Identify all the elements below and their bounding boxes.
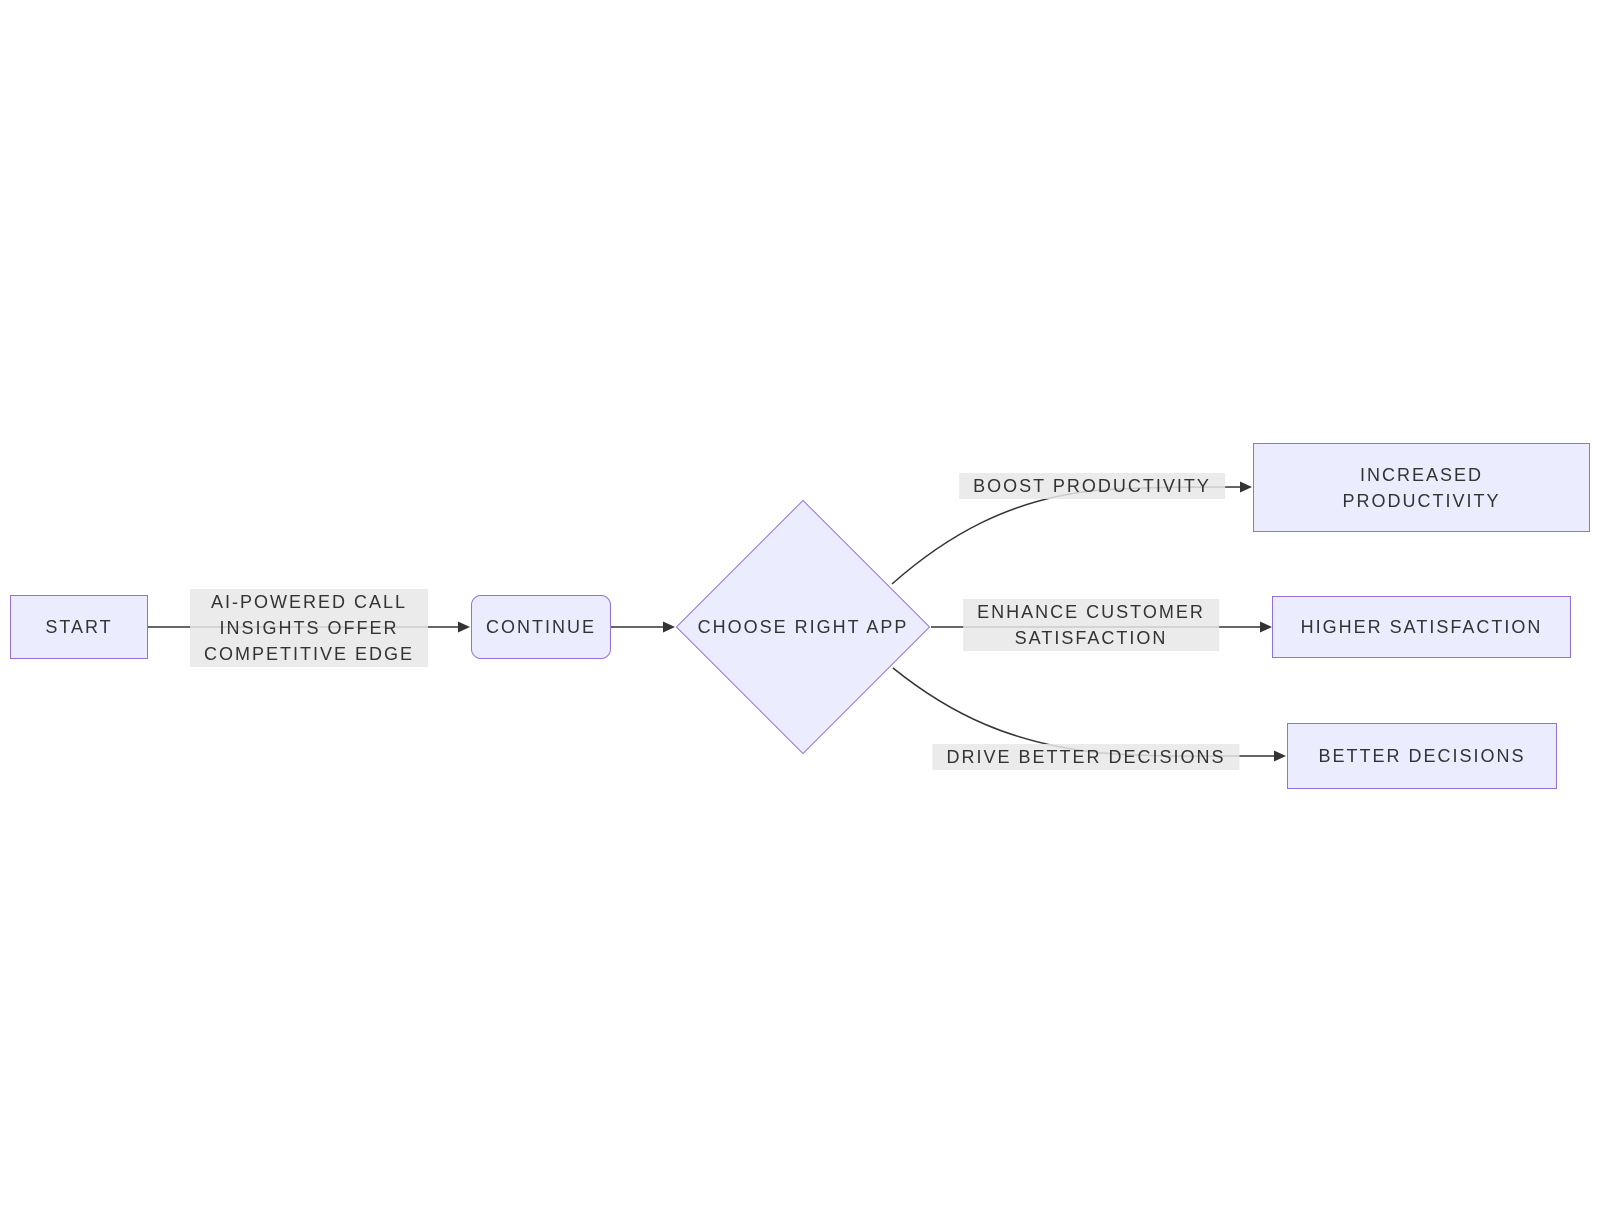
node-start-label: START <box>45 617 113 637</box>
node-higher-satisfaction: HIGHER SATISFACTION <box>1272 596 1571 658</box>
node-better-decisions: BETTER DECISIONS <box>1287 723 1557 789</box>
node-higher-satisfaction-label: HIGHER SATISFACTION <box>1300 617 1543 637</box>
edge-decision-to-increased-productivity <box>891 486 1241 585</box>
arrowhead-continue <box>458 621 470 633</box>
node-continue: CONTINUE <box>471 595 611 659</box>
arrowhead-higher-satisfaction <box>1260 621 1272 633</box>
edge-decision-to-better-decisions <box>892 667 1275 757</box>
node-better-decisions-label: BETTER DECISIONS <box>1318 746 1526 766</box>
node-continue-label: CONTINUE <box>486 617 596 637</box>
arrowhead-better-decisions <box>1274 750 1286 762</box>
edge-label-boost-productivity: BOOST PRODUCTIVITY <box>959 473 1225 499</box>
edge-label-drive-better-decisions: DRIVE BETTER DECISIONS <box>932 744 1240 770</box>
arrowhead-increased-productivity <box>1240 481 1252 493</box>
arrowhead-decision <box>663 621 675 633</box>
node-choose-right-app-label: CHOOSE RIGHT APP <box>697 617 909 637</box>
node-start: START <box>10 595 148 659</box>
